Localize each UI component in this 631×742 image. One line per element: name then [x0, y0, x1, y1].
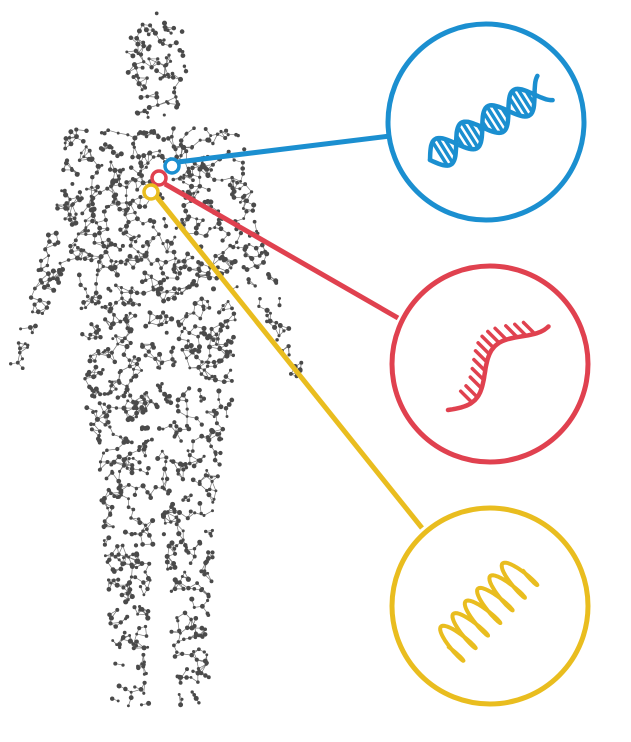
rna-single-strand-icon: [445, 320, 551, 413]
protein-connector-line: [154, 194, 424, 530]
protein-callout-circle: [389, 505, 591, 707]
protein-helix-icon: [438, 560, 540, 663]
rna-callout-circle: [389, 263, 591, 465]
dna-connector-line: [177, 133, 391, 165]
rna-callout: [389, 263, 591, 465]
dna-double-helix-icon: [427, 73, 555, 168]
rna-marker: [150, 169, 168, 187]
protein-callout: [389, 505, 591, 707]
dna-callout-circle: [385, 21, 587, 223]
dna-marker: [163, 157, 181, 175]
rna-connector-line: [163, 181, 400, 321]
protein-marker: [142, 183, 160, 201]
human-body-network: [9, 11, 304, 708]
dna-callout: [385, 21, 587, 223]
